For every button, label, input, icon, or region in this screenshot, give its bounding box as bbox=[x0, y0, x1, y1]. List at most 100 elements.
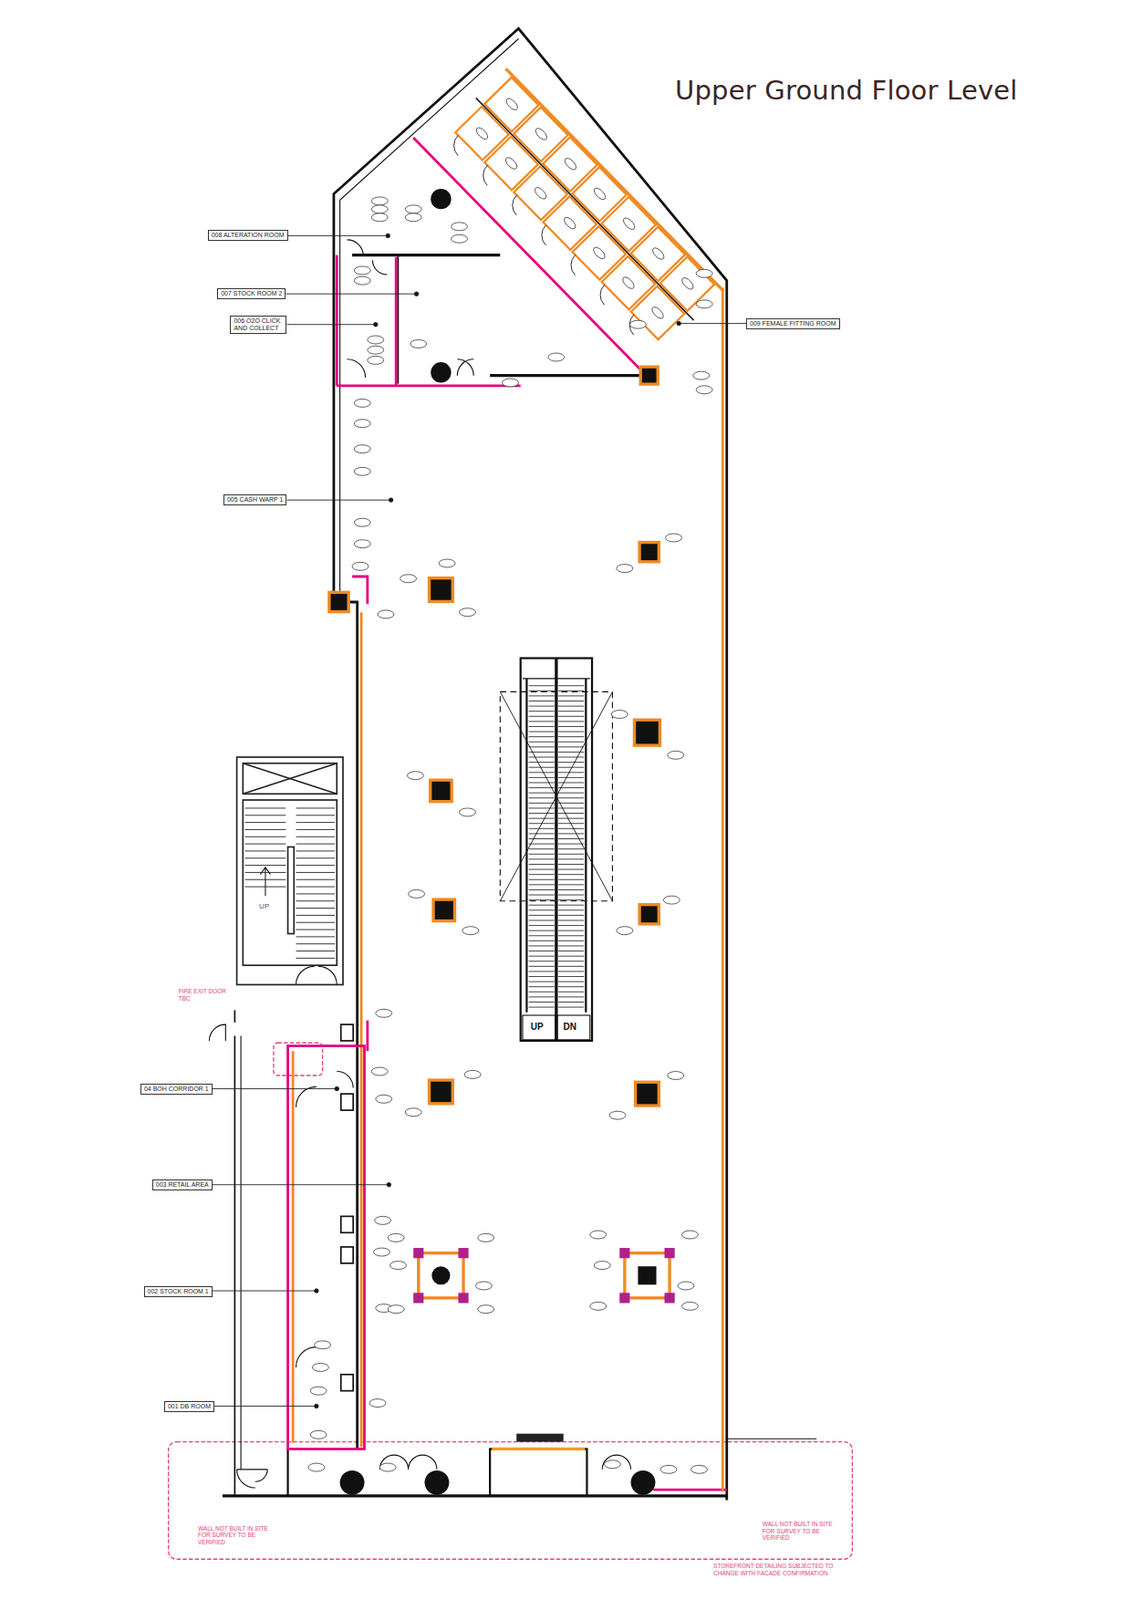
escalator-step bbox=[558, 695, 584, 696]
exterior-wall bbox=[333, 28, 727, 1500]
escalator-step bbox=[529, 736, 555, 738]
escalator-step bbox=[529, 695, 555, 696]
callout-tag bbox=[438, 559, 456, 568]
stair-tread bbox=[296, 914, 336, 916]
exterior-wall bbox=[234, 1009, 237, 1022]
fitting-cubicle bbox=[572, 226, 627, 281]
escalator-step bbox=[529, 710, 555, 712]
internal-wall bbox=[397, 255, 400, 385]
callout-tag bbox=[451, 222, 468, 231]
structural-column bbox=[327, 188, 675, 1496]
stair-tread bbox=[296, 886, 336, 888]
escalator-step bbox=[529, 828, 555, 830]
callout-tag bbox=[367, 345, 385, 354]
room-tag: 008 ALTERATION ROOM bbox=[207, 229, 289, 241]
stair-tread bbox=[296, 829, 336, 831]
fitting-cubicle bbox=[484, 136, 539, 191]
stair-core bbox=[242, 763, 337, 795]
stair-core bbox=[237, 757, 343, 985]
stair-tread bbox=[296, 843, 336, 845]
structural-column bbox=[430, 362, 451, 383]
callout-tag bbox=[667, 1071, 685, 1081]
escalator-step bbox=[558, 899, 584, 901]
escalator-step bbox=[558, 991, 584, 993]
stair-tread bbox=[245, 808, 335, 958]
escalator-step bbox=[529, 1007, 555, 1008]
escalator-step bbox=[558, 710, 584, 712]
callout-tag bbox=[406, 771, 424, 780]
structural-column bbox=[425, 1470, 450, 1496]
escalator-step bbox=[558, 945, 584, 946]
room-tag: 001 DB ROOM bbox=[164, 1401, 215, 1413]
pink-dashed-zone bbox=[168, 1442, 853, 1560]
room-name: 008 ALTERATION ROOM bbox=[211, 231, 285, 239]
callout-tag bbox=[677, 1281, 695, 1290]
structural-column bbox=[639, 364, 660, 385]
leader-line bbox=[286, 499, 391, 501]
callout-tag bbox=[308, 197, 713, 1474]
callout-tag bbox=[464, 1069, 481, 1079]
callout-tag bbox=[660, 1464, 677, 1474]
callout-tag bbox=[609, 1111, 626, 1120]
escalator-step bbox=[558, 879, 584, 881]
structural-column bbox=[633, 1080, 661, 1108]
escalator-step bbox=[558, 807, 584, 809]
escalator-step bbox=[558, 981, 584, 983]
pink-partition bbox=[288, 1046, 365, 1450]
leader-line bbox=[314, 1403, 319, 1408]
escalator-step bbox=[558, 787, 584, 789]
room-name: 005 CASH WARP 1 bbox=[227, 496, 283, 504]
leader-line bbox=[414, 291, 418, 296]
escalator-step bbox=[529, 700, 555, 702]
escalator-step bbox=[558, 767, 584, 769]
escalator-step bbox=[529, 685, 584, 1008]
callout-tag bbox=[590, 1301, 607, 1310]
callout-tag bbox=[693, 371, 710, 380]
pink-dashed-zone bbox=[168, 1042, 853, 1559]
structural-column bbox=[431, 781, 450, 800]
escalator-step bbox=[558, 716, 584, 717]
escalator-step bbox=[529, 863, 555, 865]
escalator bbox=[584, 678, 587, 1013]
escalator-step bbox=[529, 889, 555, 891]
callout-tag bbox=[503, 155, 520, 172]
callout-tag bbox=[451, 234, 468, 243]
callout-tag bbox=[369, 1399, 386, 1408]
escalator-step bbox=[529, 843, 555, 845]
leader-line bbox=[288, 235, 389, 237]
plan-note: UP bbox=[529, 1021, 545, 1032]
structural-column bbox=[331, 593, 348, 611]
escalator-step bbox=[529, 986, 555, 987]
callout-tag bbox=[591, 245, 608, 261]
internal-wall bbox=[489, 373, 645, 377]
callout-tag bbox=[650, 246, 666, 262]
stair-core bbox=[242, 763, 337, 795]
callout-tag bbox=[353, 445, 371, 454]
escalator-step bbox=[529, 690, 555, 692]
escalator-step bbox=[558, 781, 584, 783]
callout-tag bbox=[663, 895, 680, 904]
stair-tread bbox=[245, 872, 287, 873]
structural-column bbox=[430, 579, 451, 600]
callout-tag bbox=[590, 1230, 607, 1239]
escalator-step bbox=[558, 873, 584, 875]
callout-tag bbox=[379, 1463, 396, 1472]
escalator-step bbox=[558, 934, 584, 936]
escalator-step bbox=[529, 934, 555, 936]
escalator-step bbox=[558, 940, 584, 942]
wall-box bbox=[341, 1215, 354, 1233]
escalator-step bbox=[529, 873, 555, 875]
escalator-step bbox=[558, 869, 584, 871]
escalator-step bbox=[558, 909, 584, 911]
callout-tag bbox=[532, 185, 549, 201]
escalator-step bbox=[558, 797, 584, 799]
callout-tag bbox=[504, 96, 520, 113]
stair-tread bbox=[296, 850, 336, 852]
callout-tag bbox=[400, 574, 417, 583]
stair-tread bbox=[245, 829, 287, 831]
escalator-step bbox=[558, 802, 584, 804]
callout-tag bbox=[310, 1430, 327, 1439]
internal-wall bbox=[296, 1071, 354, 1108]
exterior-wall bbox=[340, 39, 520, 598]
callout-tag bbox=[408, 889, 426, 898]
